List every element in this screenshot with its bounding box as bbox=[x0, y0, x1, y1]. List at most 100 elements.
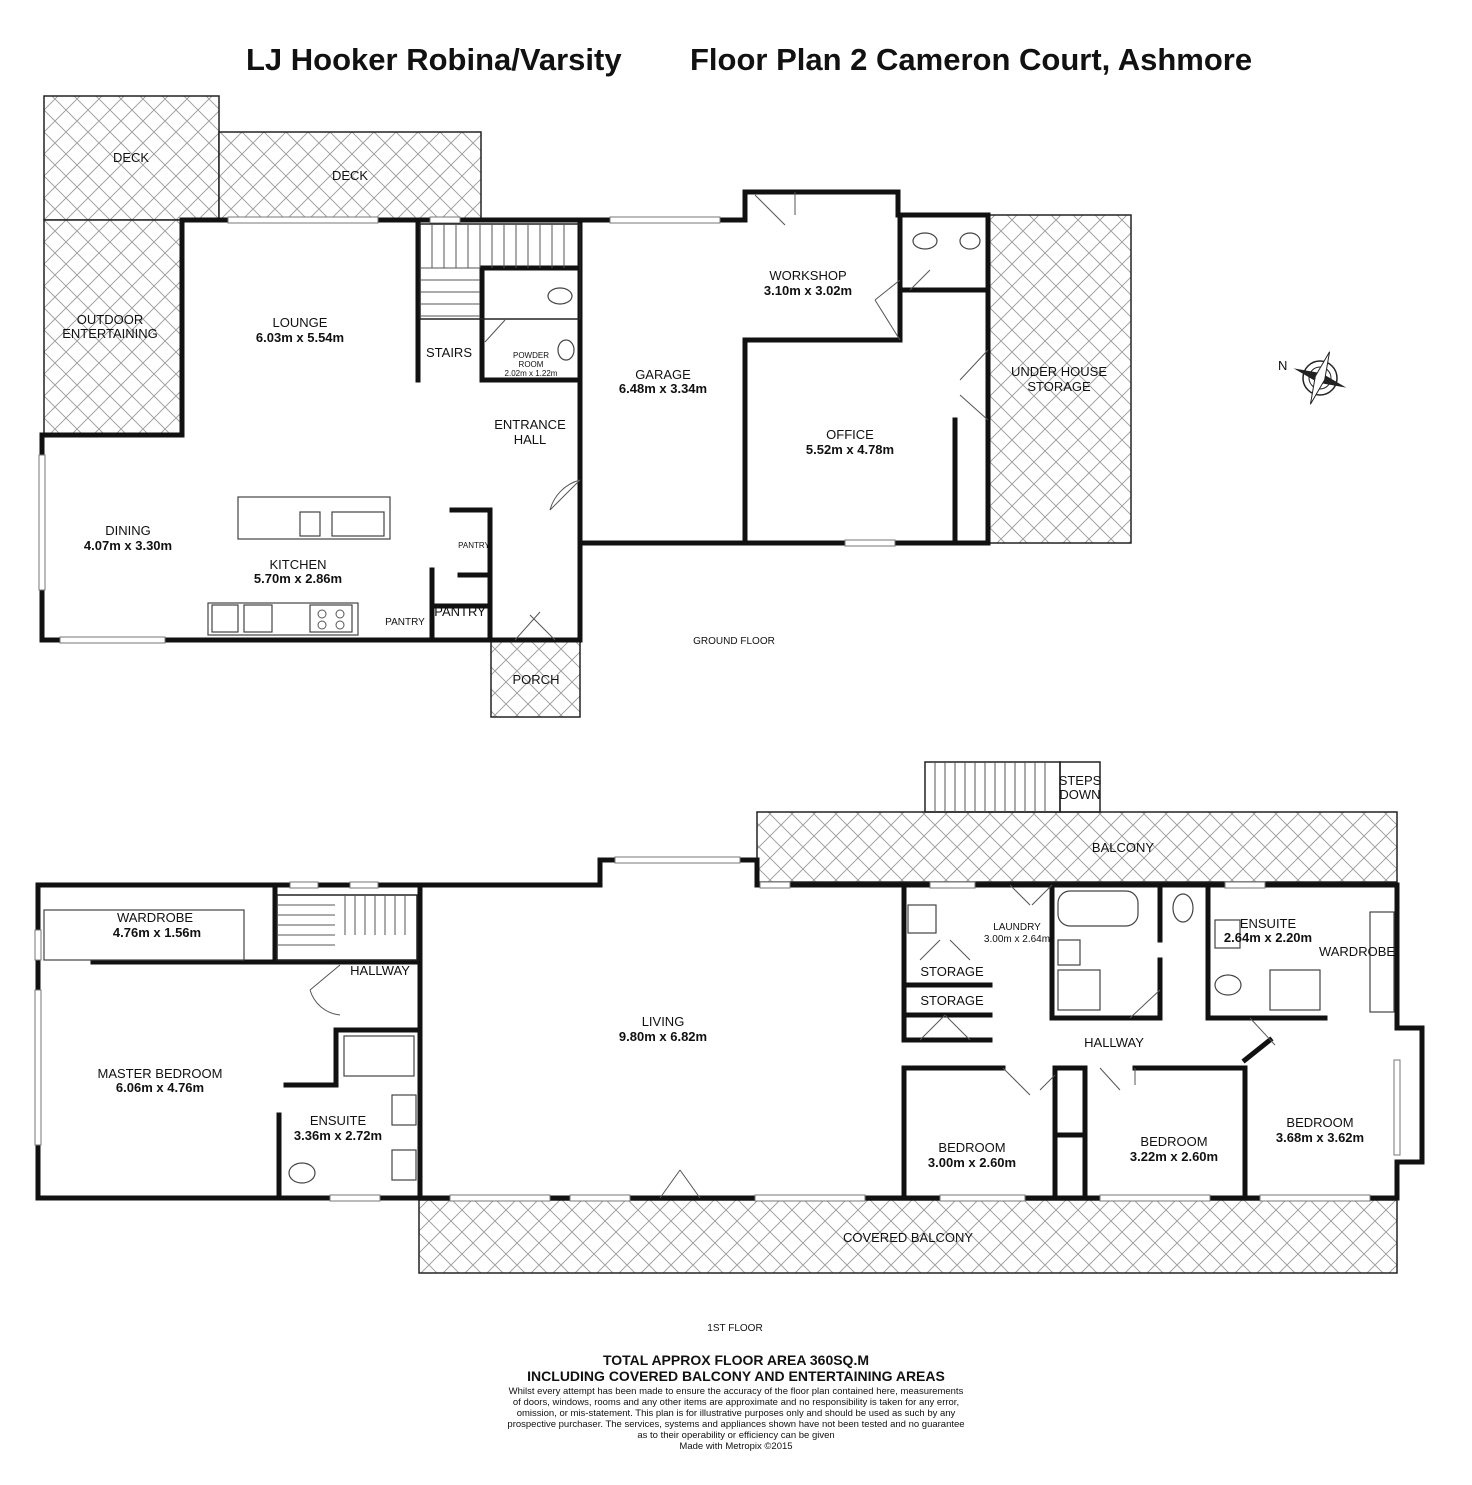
sink-icon bbox=[299, 511, 321, 537]
disclaimer-line: omission, or mis-statement. This plan is… bbox=[516, 1408, 956, 1419]
credit-line: Made with Metropix ©2015 bbox=[679, 1441, 793, 1452]
workshop-label: WORKSHOP bbox=[769, 268, 846, 283]
north-arrow-compass-icon: N bbox=[1278, 351, 1347, 405]
garage-door-swing bbox=[549, 479, 581, 511]
entrance-label-2: HALL bbox=[514, 432, 547, 447]
bedroom-3-label: BEDROOM bbox=[1286, 1115, 1353, 1130]
covered-balcony-label: COVERED BALCONY bbox=[843, 1230, 973, 1245]
wc-door-swing bbox=[909, 269, 931, 291]
balcony-area bbox=[756, 811, 1398, 883]
stairs-label: STAIRS bbox=[426, 345, 472, 360]
hallway-left-label: HALLWAY bbox=[350, 963, 410, 978]
storage-label-1: STORAGE bbox=[920, 964, 984, 979]
steps-down-stairs bbox=[924, 761, 1101, 813]
under-house-storage-area bbox=[987, 214, 1132, 544]
pantry-label: PANTRY bbox=[434, 604, 486, 619]
laundry-label: LAUNDRY bbox=[993, 922, 1041, 933]
living-window-bottom bbox=[569, 1194, 631, 1202]
disclaimer-line: of doors, windows, rooms and any other i… bbox=[512, 1397, 960, 1408]
deck-right-area bbox=[218, 131, 482, 221]
office-label: OFFICE bbox=[826, 427, 874, 442]
laundry-tub-icon bbox=[907, 904, 937, 934]
shower-icon bbox=[343, 1035, 415, 1077]
double-sink-icon bbox=[331, 511, 385, 537]
office-window bbox=[844, 539, 896, 547]
office-door-swing bbox=[874, 279, 901, 341]
first-floor-stairs bbox=[276, 894, 418, 961]
front-door-swing bbox=[514, 611, 556, 641]
basin-icon bbox=[959, 232, 981, 250]
steps-label-1: STEPS bbox=[1059, 773, 1102, 788]
storage-walls bbox=[901, 882, 993, 1043]
storage-door-swing bbox=[959, 349, 989, 421]
first-floor: STEPS DOWN BALCONY WARDROBE 4.76m x 1.56… bbox=[34, 761, 1425, 1334]
master-side-window bbox=[34, 989, 42, 1146]
basin-icon bbox=[391, 1094, 417, 1126]
bedroom-window bbox=[1099, 1194, 1211, 1202]
ensuite-master-size: 3.36m x 2.72m bbox=[294, 1128, 382, 1143]
disclaimer-line: Whilst every attempt has been made to en… bbox=[508, 1386, 964, 1397]
basin-icon bbox=[1214, 919, 1241, 949]
pantry-walls bbox=[429, 507, 493, 643]
dining-label: DINING bbox=[105, 523, 151, 538]
garage-window bbox=[609, 216, 721, 224]
under-house-label-1: UNDER HOUSE bbox=[1011, 364, 1107, 379]
laundry-window bbox=[929, 881, 976, 889]
burner-icon bbox=[317, 620, 327, 630]
first-floor-outer-wall bbox=[35, 857, 1425, 1201]
porch-area bbox=[490, 639, 581, 718]
powder-door-swing bbox=[484, 319, 506, 343]
bedroom-3-size: 3.68m x 3.62m bbox=[1276, 1130, 1364, 1145]
plan-title: Floor Plan 2 Cameron Court, Ashmore bbox=[690, 42, 1253, 77]
garage-size: 6.48m x 3.34m bbox=[619, 381, 707, 396]
bathtub-icon bbox=[1057, 890, 1139, 927]
total-area-text: TOTAL APPROX FLOOR AREA 360SQ.M bbox=[602, 1352, 870, 1368]
burner-icon bbox=[335, 620, 345, 630]
dishwasher-icon bbox=[243, 604, 273, 633]
balcony-label: BALCONY bbox=[1092, 840, 1154, 855]
workshop-door-swing bbox=[754, 192, 796, 226]
storage-door-swing bbox=[919, 939, 971, 961]
storage-door-swing bbox=[919, 1014, 971, 1041]
wardrobe-master-size: 4.76m x 1.56m bbox=[113, 925, 201, 940]
steps-label-2: DOWN bbox=[1059, 787, 1100, 802]
dining-side-window bbox=[38, 454, 46, 591]
footer-disclaimer: Whilst every attempt has been made to en… bbox=[0, 1386, 1472, 1452]
shower-icon bbox=[1057, 969, 1101, 1011]
living-window-bottom bbox=[754, 1194, 866, 1202]
bedroom-side-window bbox=[1393, 1059, 1401, 1156]
outdoor-entertaining-area bbox=[43, 219, 183, 436]
living-door-swing bbox=[659, 1169, 701, 1199]
bedroom-window bbox=[939, 1194, 1026, 1202]
laundry-size: 3.00m x 2.64m bbox=[984, 934, 1050, 945]
bedroom-2-label: BEDROOM bbox=[1140, 1134, 1207, 1149]
burner-icon bbox=[335, 609, 345, 619]
ensuite-window bbox=[329, 1194, 381, 1202]
ensuite-right-walls bbox=[1205, 882, 1328, 1021]
cooktop-icon bbox=[309, 604, 353, 633]
ground-stairs bbox=[419, 223, 581, 320]
wardrobe-master-label: WARDROBE bbox=[117, 910, 193, 925]
pantry-small-label-1: PANTRY bbox=[458, 541, 490, 550]
bedroom-1-label: BEDROOM bbox=[938, 1140, 1005, 1155]
wardrobe-robe bbox=[43, 909, 245, 961]
kitchen-label: KITCHEN bbox=[269, 557, 326, 572]
outdoor-label-2: ENTERTAINING bbox=[62, 326, 158, 341]
ensuite-right-size: 2.64m x 2.20m bbox=[1224, 930, 1312, 945]
stair-window-upper bbox=[289, 881, 319, 889]
first-floor-level-label: 1ST FLOOR bbox=[707, 1323, 762, 1334]
bedroom-walls bbox=[901, 1036, 1274, 1201]
living-window-bottom bbox=[449, 1194, 551, 1202]
entrance-label-1: ENTRANCE bbox=[494, 417, 566, 432]
dining-size: 4.07m x 3.30m bbox=[84, 538, 172, 553]
bathroom-walls bbox=[1049, 882, 1163, 1021]
basin-icon bbox=[391, 1149, 417, 1181]
porch-label: PORCH bbox=[513, 672, 560, 687]
master-bedroom-label: MASTER BEDROOM bbox=[98, 1066, 223, 1081]
lounge-label: LOUNGE bbox=[273, 315, 328, 330]
lounge-window bbox=[227, 216, 379, 224]
including-text: INCLUDING COVERED BALCONY AND ENTERTAINI… bbox=[527, 1368, 945, 1384]
storage-label-2: STORAGE bbox=[920, 993, 984, 1008]
fridge-icon bbox=[211, 604, 239, 633]
